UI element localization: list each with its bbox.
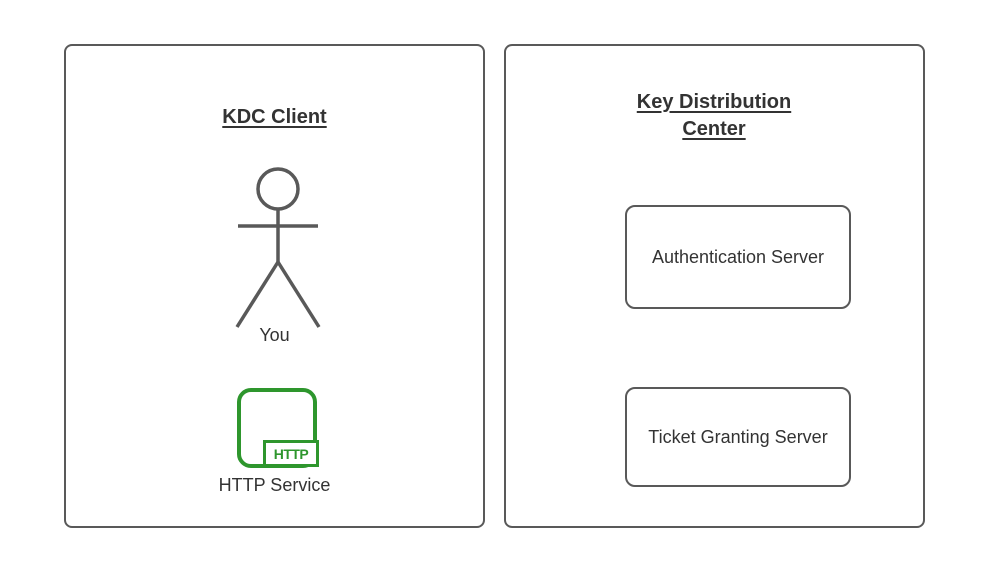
- http-service-label: HTTP Service: [218, 475, 331, 495]
- key-distribution-center-panel: Key Distribution Center Authentication S…: [504, 44, 925, 528]
- ticket-granting-server-node: Ticket Granting Server: [625, 387, 851, 487]
- actor-label: You: [259, 325, 290, 345]
- authentication-server-node: Authentication Server: [625, 205, 851, 309]
- person-icon: [235, 167, 321, 328]
- kdc-client-panel: KDC Client You HTTP HTTP Service: [64, 44, 485, 528]
- http-badge: HTTP: [263, 440, 319, 467]
- http-service-icon: HTTP: [237, 388, 319, 468]
- key-distribution-center-title: Key Distribution Center: [636, 91, 792, 140]
- kdc-client-title: KDC Client: [222, 106, 327, 128]
